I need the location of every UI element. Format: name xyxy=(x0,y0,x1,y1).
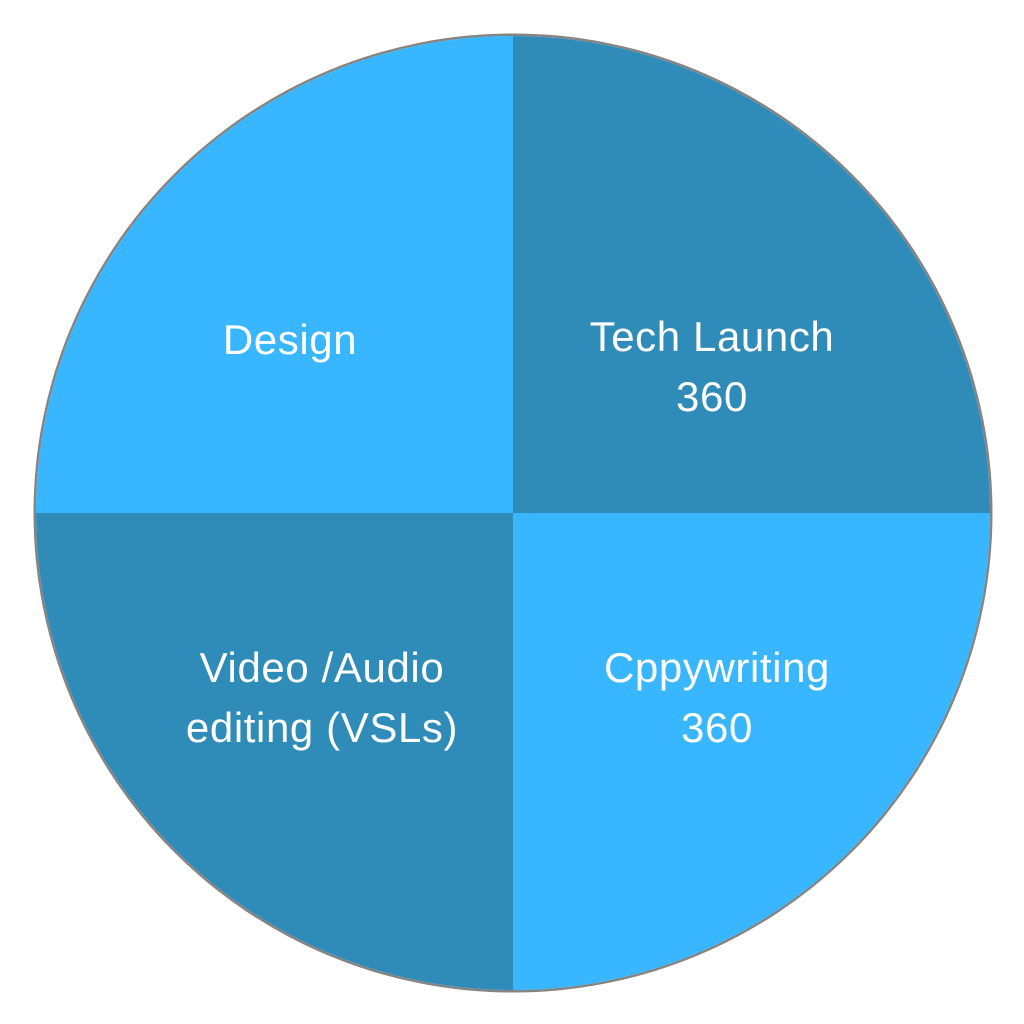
pie-slice-label-line: Tech Launch xyxy=(589,313,835,360)
pie-slice-label-line: 360 xyxy=(676,373,748,420)
pie-slice-label-tech-launch-360: Tech Launch 360 xyxy=(590,307,835,427)
pie-slice-label-video-audio-editing: Video /Audio editing (VSLs) xyxy=(186,638,458,758)
pie-slice-label-line: 360 xyxy=(681,704,753,751)
pie-slice-label-line: editing (VSLs) xyxy=(185,704,459,751)
pie-chart: Design Tech Launch 360 Cppywriting 360 V… xyxy=(36,36,990,990)
pie-slice-label-line: Video /Audio xyxy=(199,644,445,691)
pie-slice-label-line: Design xyxy=(222,316,358,363)
pie-slice-label-line: Cppywriting xyxy=(603,644,831,691)
pie-slice-label-design: Design xyxy=(223,310,357,370)
pie-slice-label-cppywriting-360: Cppywriting 360 xyxy=(604,638,830,758)
